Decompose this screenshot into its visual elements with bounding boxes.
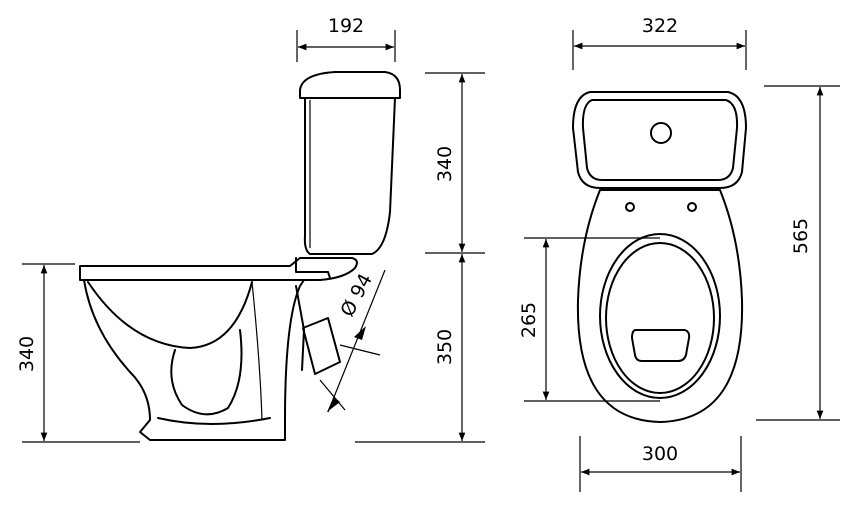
top-view	[572, 91, 747, 423]
dimension-labels: 192 340 350 340 Ø 94 322 565 265 300	[16, 15, 812, 465]
toilet-seat	[79, 257, 358, 281]
bowl-height-label: 340	[16, 336, 38, 372]
bowl-width-label: 300	[642, 443, 678, 465]
tank-top	[572, 91, 747, 189]
tank-height-label: 340	[434, 146, 456, 182]
outlet-pipe	[295, 285, 341, 375]
tank-depth-label: 192	[328, 15, 364, 37]
bowl-top	[576, 189, 744, 423]
overall-length-label: 565	[790, 218, 812, 254]
tank-width-label: 322	[642, 15, 678, 37]
outlet-diameter-label: Ø 94	[336, 270, 377, 320]
dimension-lines	[22, 30, 840, 492]
seat-length-label: 265	[518, 302, 540, 338]
side-view	[79, 71, 401, 441]
cistern-tank	[299, 71, 401, 255]
pan-height-label: 350	[434, 329, 456, 365]
outlet-diameter-dimension-line	[327, 269, 386, 413]
toilet-bowl	[83, 279, 305, 441]
